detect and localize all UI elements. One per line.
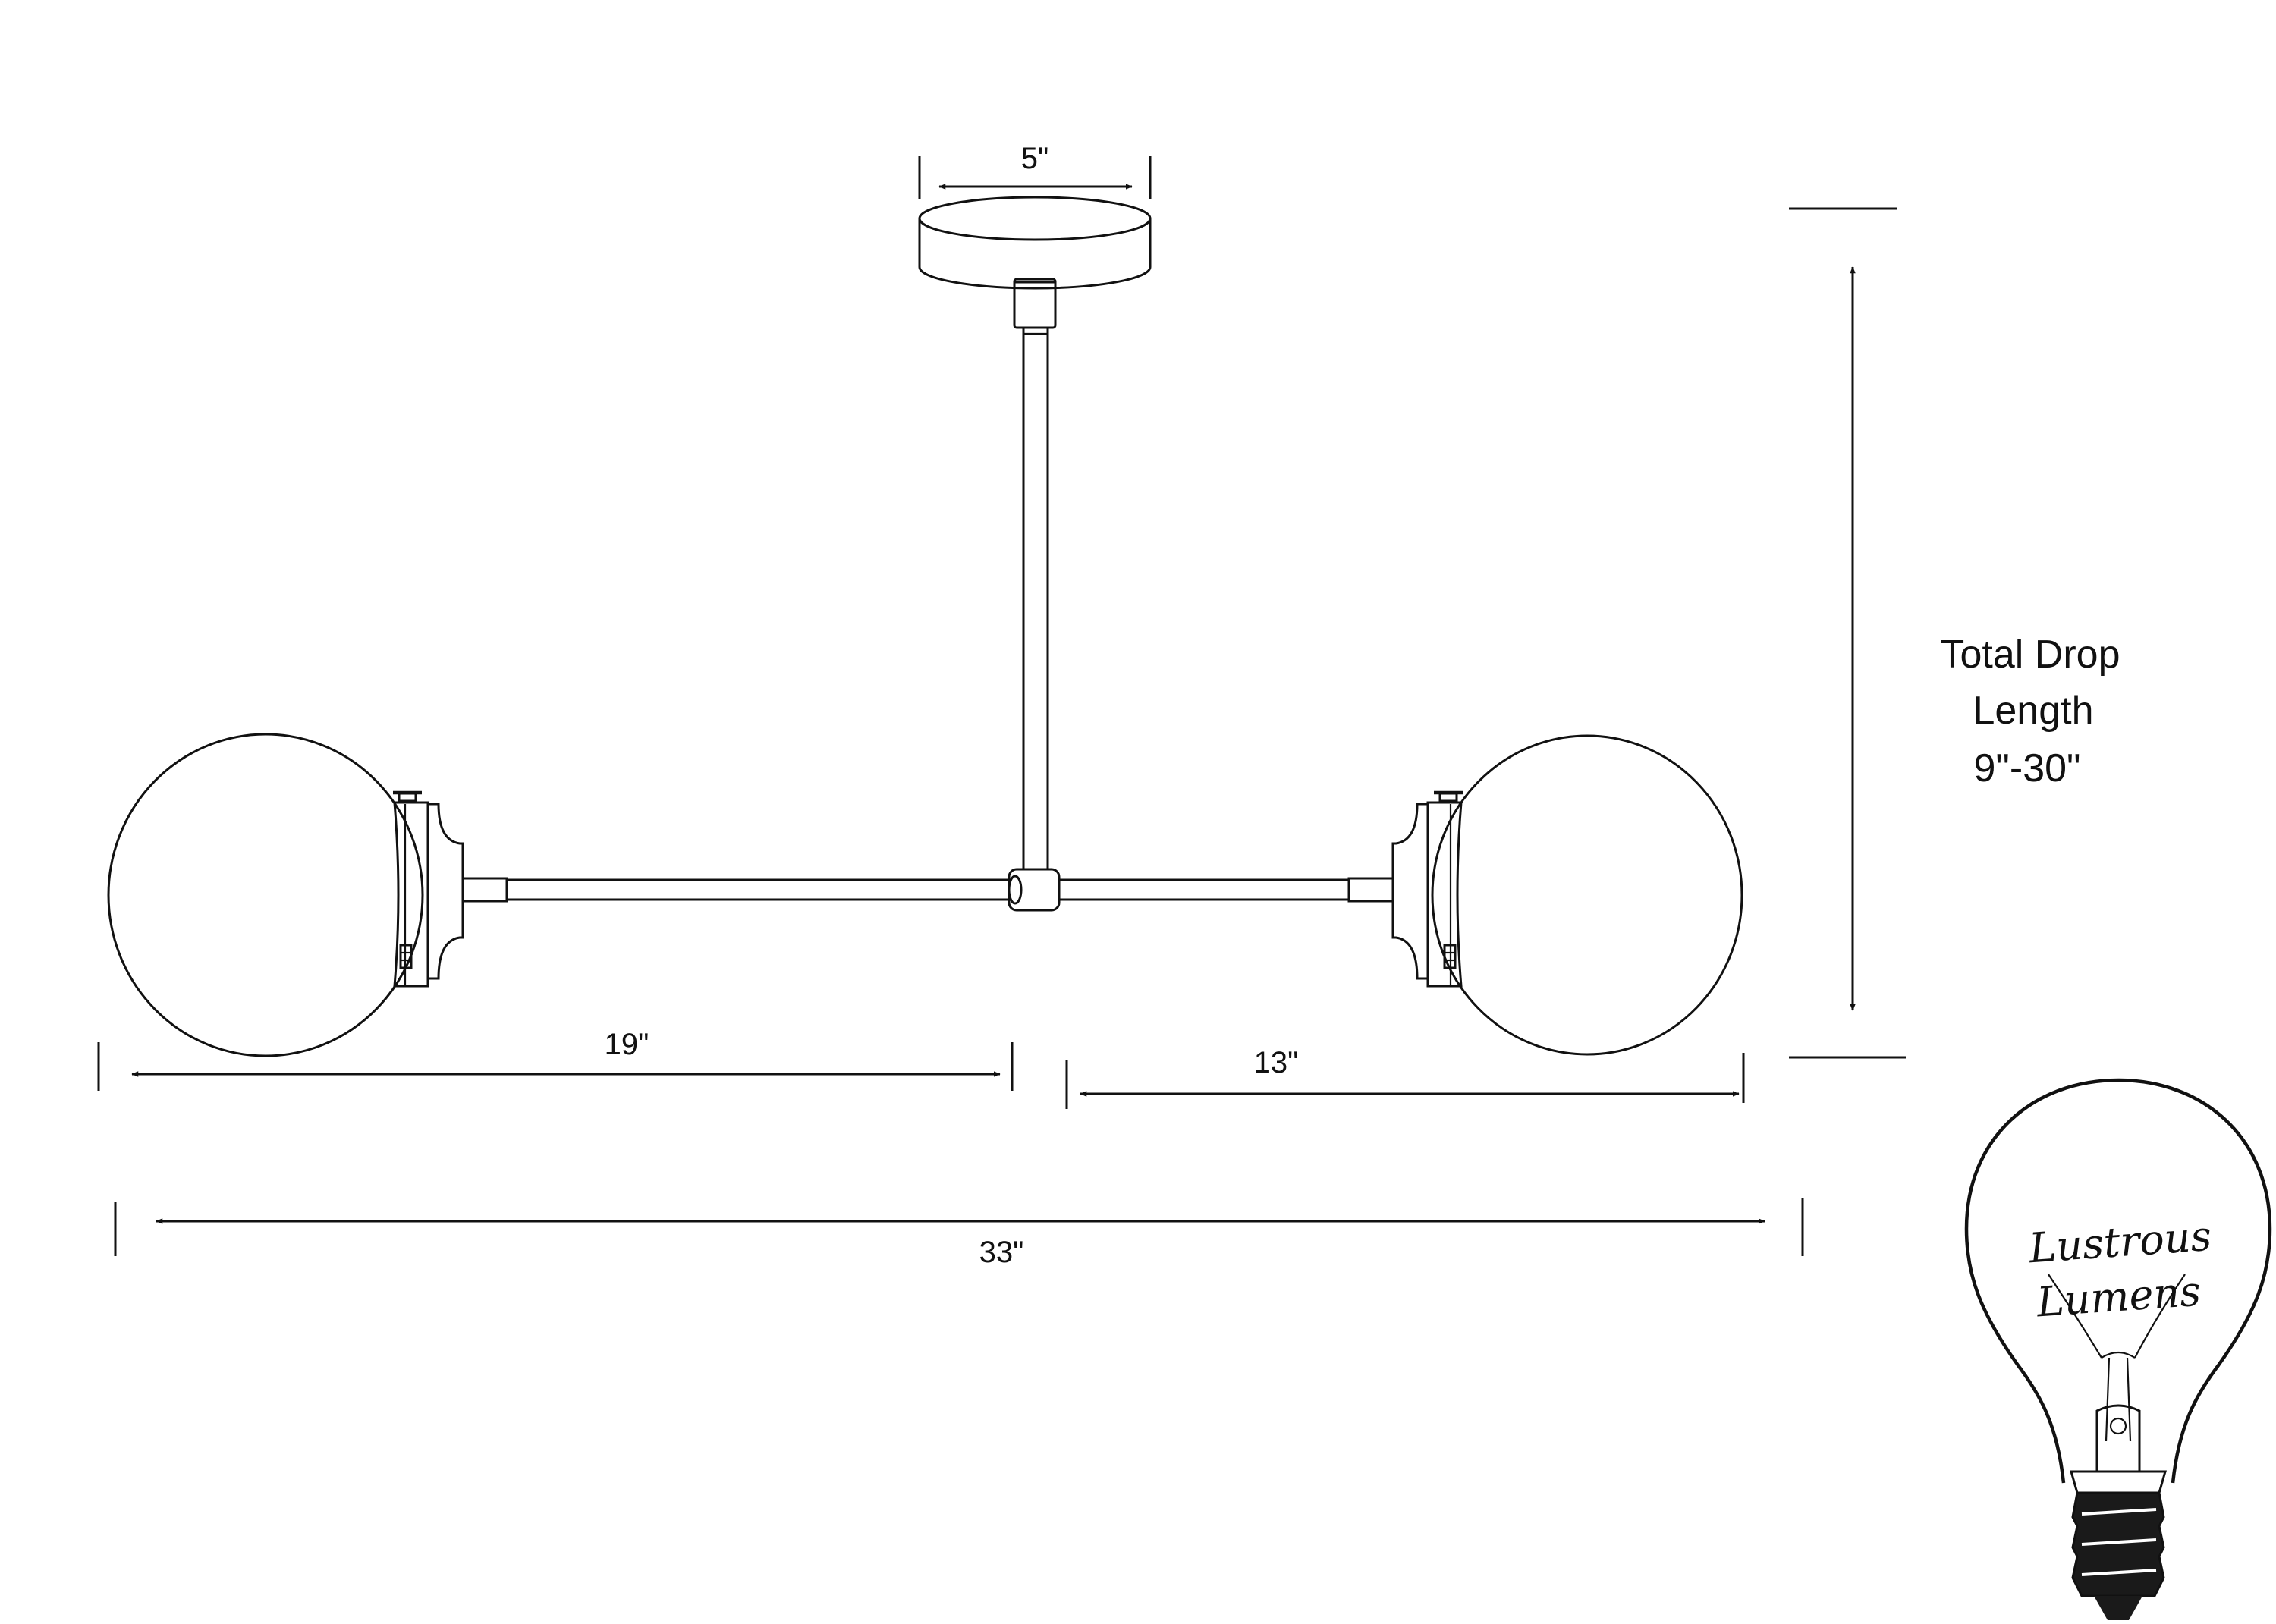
drop-label-line2: Length: [1973, 689, 2093, 733]
canopy-width-label: 5": [1021, 142, 1048, 175]
bulb-base: [2071, 1491, 2165, 1620]
horizontal-arm: [507, 878, 1349, 901]
dimension-overall-width: 33": [114, 1198, 1804, 1269]
bulb-icon: [1964, 1078, 2272, 1484]
left-arm-label: 19": [605, 1028, 649, 1061]
drop-label-line3: 9"-30": [1974, 746, 2081, 790]
drop-label-line1: Total Drop: [1941, 633, 2120, 677]
dimension-total-drop: Total Drop Length 9"-30": [1789, 207, 2120, 1059]
ceiling-canopy: [918, 196, 1152, 329]
dimension-left-arm: 19": [97, 1028, 1014, 1091]
right-globe: [1431, 734, 1743, 1056]
overall-width-label: 33": [979, 1236, 1024, 1269]
lustrous-lumens-logo: Lustrous Lumens: [1964, 1078, 2272, 1620]
dimension-canopy-width: 5": [918, 142, 1152, 199]
left-globe: [107, 733, 424, 1057]
right-arm-label: 13": [1254, 1046, 1299, 1079]
light-fixture: [107, 196, 1743, 1057]
vertical-stem: [1022, 328, 1049, 869]
center-hub: [1008, 868, 1061, 912]
logo-line2: Lumens: [2035, 1267, 2202, 1327]
dimension-right-arm: 13": [1065, 1046, 1745, 1109]
logo-line1: Lustrous: [2026, 1212, 2213, 1273]
